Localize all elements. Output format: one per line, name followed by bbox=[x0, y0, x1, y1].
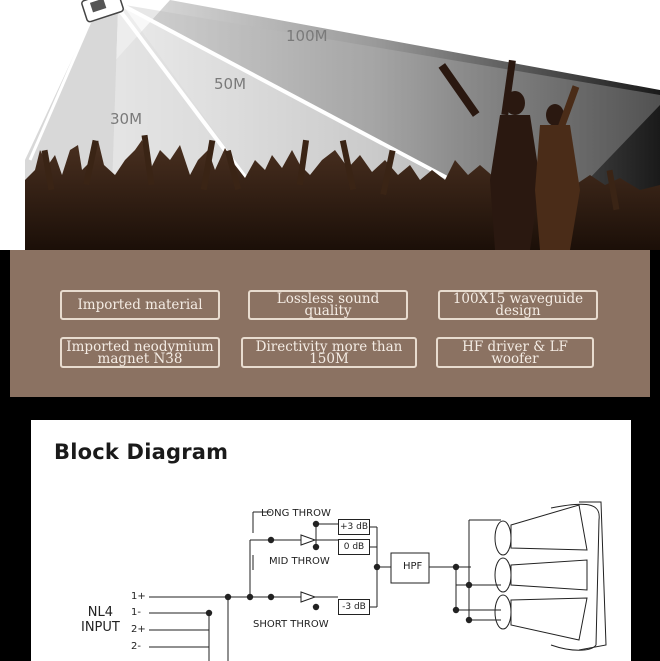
feature-lossless-sound: Lossless sound quality bbox=[248, 290, 408, 320]
pin-label: 2- bbox=[131, 641, 141, 652]
feature-waveguide-design: 100X15 waveguide design bbox=[438, 290, 598, 320]
speaker-icon bbox=[81, 0, 124, 23]
feature-drivers: HF driver & LF woofer bbox=[436, 337, 594, 368]
crowd-illustration bbox=[0, 0, 660, 250]
mid-throw-label: MID THROW bbox=[269, 556, 330, 567]
input-label-line1: NL4 bbox=[87, 605, 114, 620]
block-diagram-schematic bbox=[149, 501, 607, 661]
hero-banner: 30M 50M 100M bbox=[0, 0, 660, 250]
short-throw-label: SHORT THROW bbox=[253, 619, 329, 630]
feature-neodymium-magnet: Imported neodymium magnet N38 bbox=[60, 337, 220, 368]
pin-label: 1+ bbox=[131, 591, 146, 602]
block-diagram-card: Block Diagram bbox=[31, 420, 631, 661]
gain-0-box: 0 dB bbox=[338, 539, 370, 555]
pin-label: 2+ bbox=[131, 624, 146, 635]
feature-directivity: Directivity more than 150M bbox=[241, 337, 417, 368]
distance-label-50m: 50M bbox=[214, 75, 247, 93]
distance-label-30m: 30M bbox=[110, 110, 143, 128]
input-label-line2: INPUT bbox=[81, 620, 120, 635]
hpf-label: HPF bbox=[403, 561, 423, 572]
input-label: NL4 INPUT bbox=[81, 605, 120, 635]
long-throw-label: LONG THROW bbox=[261, 508, 331, 519]
gain-minus3-box: -3 dB bbox=[338, 599, 370, 615]
gain-plus3-box: +3 dB bbox=[338, 519, 370, 535]
pin-label: 1- bbox=[131, 607, 141, 618]
distance-label-100m: 100M bbox=[286, 27, 328, 45]
block-diagram-title: Block Diagram bbox=[54, 440, 229, 464]
feature-panel: Imported material Lossless sound quality… bbox=[10, 250, 650, 397]
feature-imported-material: Imported material bbox=[60, 290, 220, 320]
